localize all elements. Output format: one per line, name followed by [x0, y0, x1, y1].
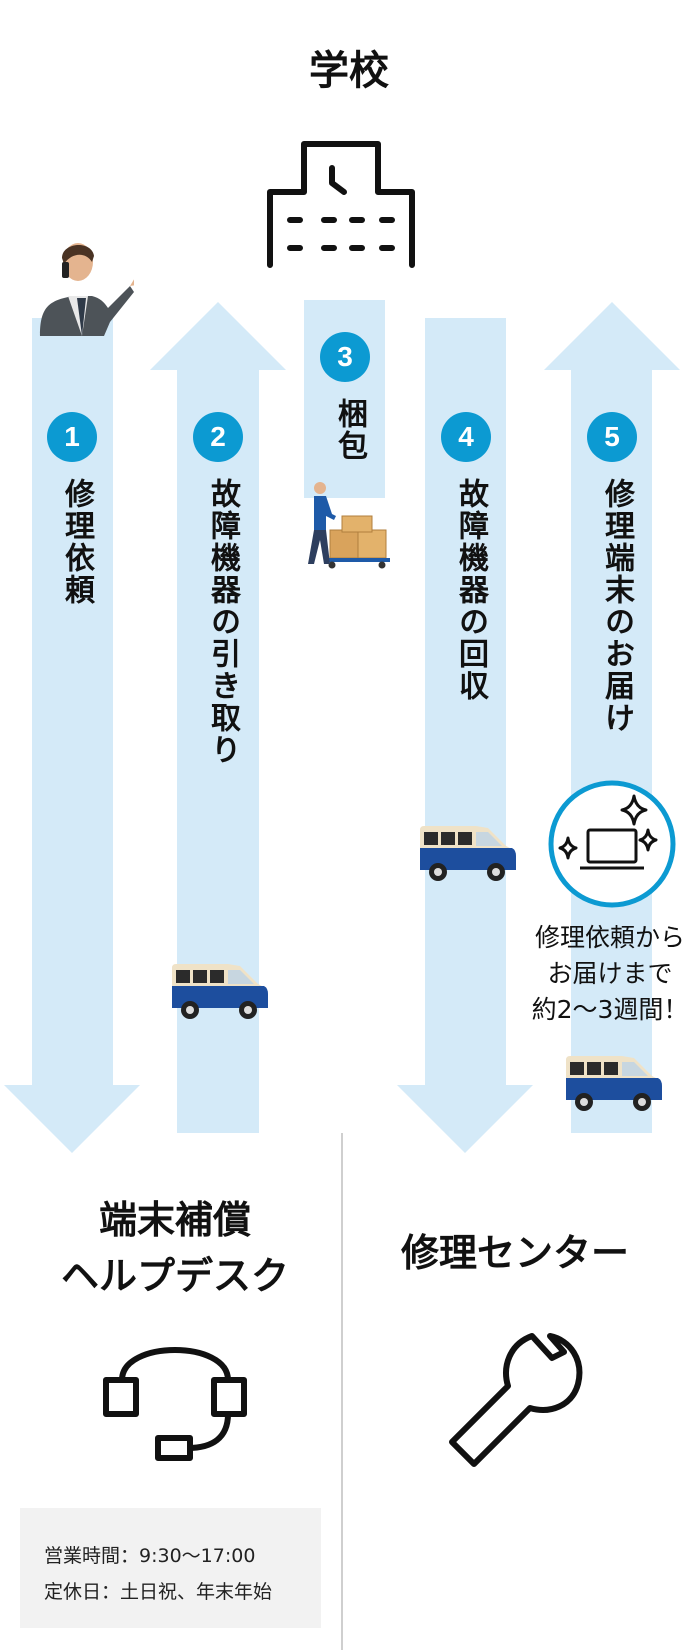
delivery-note-line1: 修理依頼から — [534, 923, 685, 952]
business-hours-line: 営業時間：9:30〜17:00 — [44, 1545, 256, 1567]
section-divider — [341, 1133, 343, 1650]
helpdesk-title-line2: ヘルプデスク — [60, 1254, 289, 1298]
delivery-note-line3: 約2〜3週間！ — [531, 995, 689, 1024]
step-4-badge: 4 — [441, 412, 491, 462]
helpdesk-title-line1: 端末補償 — [98, 1198, 251, 1242]
arrow-5-up — [544, 302, 680, 1133]
step-2-badge: 2 — [193, 412, 243, 462]
flow-arrows — [4, 300, 680, 1153]
step-5-badge: 5 — [587, 412, 637, 462]
sparkling-laptop-icon — [548, 780, 676, 908]
delivery-time-note: 修理依頼から お届けまで 約2〜3週間！ — [520, 920, 698, 1028]
delivery-note-line2: お届けまで — [547, 959, 673, 988]
business-hours-box: 営業時間：9:30〜17:00 定休日：土日祝、年末年始 — [20, 1508, 321, 1628]
step-5-label: 修理端末のお届け — [599, 478, 634, 734]
school-building-icon — [267, 141, 415, 268]
step-3-badge: 3 — [320, 332, 370, 382]
delivery-van-icon — [172, 964, 268, 1019]
wrench-icon — [449, 1333, 583, 1467]
step-2-label: 故障機器の引き取り — [205, 478, 240, 766]
headset-icon — [103, 1347, 247, 1461]
closed-days-line: 定休日：土日祝、年末年始 — [44, 1581, 273, 1603]
school-title: 学校 — [309, 48, 389, 94]
arrow-1-down — [4, 318, 140, 1153]
step-1-badge: 1 — [47, 412, 97, 462]
step-3-label: 梱包 — [332, 398, 367, 462]
person-phone-icon — [40, 243, 134, 336]
step-1-label: 修理依頼 — [59, 478, 94, 606]
delivery-van-icon — [420, 826, 516, 881]
helpdesk-title: 端末補償 ヘルプデスク — [20, 1192, 330, 1304]
arrow-2-up — [150, 302, 286, 1133]
step-4-label: 故障機器の回収 — [453, 478, 488, 702]
repair-center-title: 修理センター — [400, 1231, 629, 1275]
arrow-4-down — [397, 318, 533, 1153]
worker-boxes-icon — [308, 482, 390, 569]
delivery-van-icon — [566, 1056, 662, 1111]
